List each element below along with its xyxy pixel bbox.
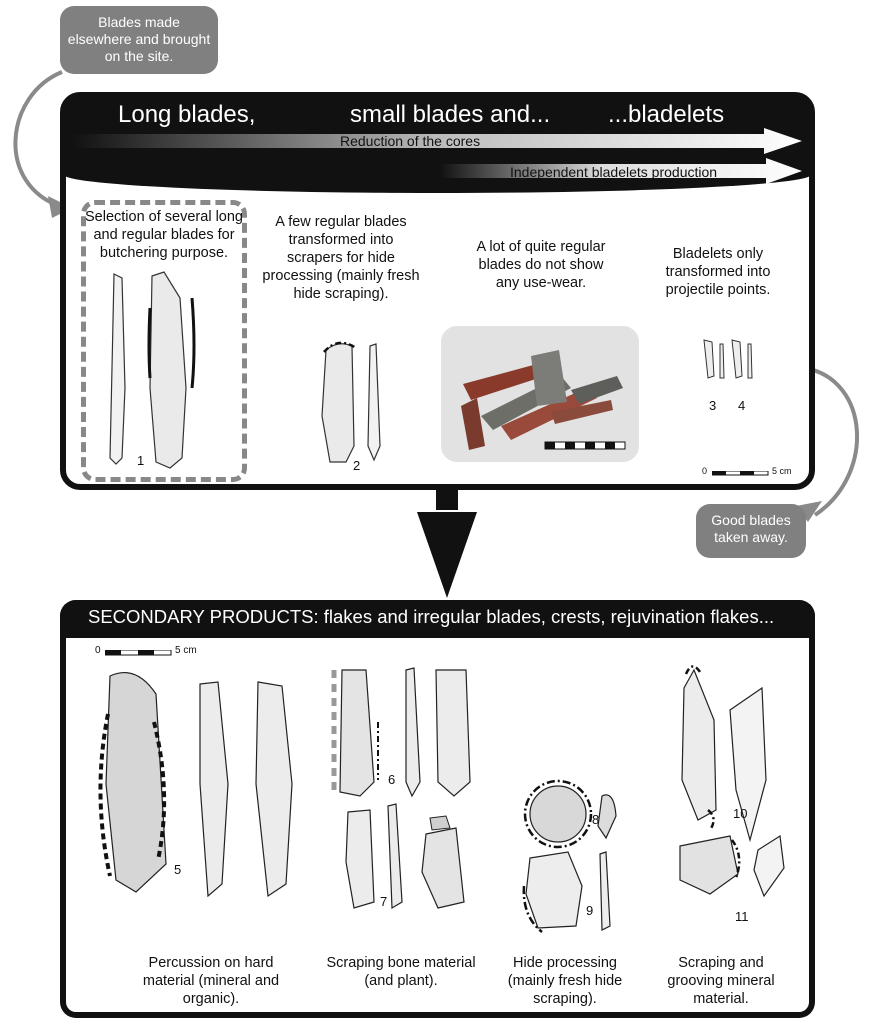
figure-number-1: 1 [137, 453, 144, 468]
caption-projectile-points: Bladelets only transformed into projecti… [654, 245, 782, 299]
bottom-panel-title: SECONDARY PRODUCTS: flakes and irregular… [88, 606, 774, 628]
blade-drawing-1 [100, 268, 200, 476]
caption-hide-processing: Hide processing (mainly fresh hide scrap… [500, 954, 630, 1008]
scraper-drawing-2 [318, 336, 388, 470]
hide-processing-drawing-8-9 [518, 776, 638, 934]
figure-number-5: 5 [174, 862, 181, 877]
figure-number-7: 7 [380, 894, 387, 909]
heading-bladelets: ...bladelets [608, 101, 724, 129]
figure-number-4: 4 [738, 398, 745, 413]
bottom-scale-bar: 0 5 cm [95, 646, 205, 660]
figure-number-2: 2 [353, 458, 360, 473]
bottom-scale-end: 5 cm [175, 645, 197, 656]
reduction-arrow-label: Reduction of the cores [340, 133, 480, 149]
bubble-blades-made-elsewhere: Blades made elsewhere and brought on the… [60, 6, 218, 74]
caption-scrapers: A few regular blades transformed into sc… [262, 213, 420, 303]
caption-butchering: Selection of several long and regular bl… [76, 208, 252, 262]
figure-number-9: 9 [586, 903, 593, 918]
caption-percussion: Percussion on hard material (mineral and… [136, 954, 286, 1008]
mineral-tools-drawing-10-11 [670, 660, 796, 920]
bottom-scale-start: 0 [95, 645, 101, 656]
bladelets-arrow-label: Independent bladelets production [510, 164, 717, 180]
caption-scraping-bone: Scraping bone material (and plant). [326, 954, 476, 990]
figure-number-10: 10 [733, 806, 747, 821]
top-scale-end: 5 cm [772, 466, 792, 476]
bladelet-drawings-3-4 [700, 336, 760, 384]
heading-long-blades: Long blades, [118, 101, 255, 129]
figure-number-6: 6 [388, 772, 395, 787]
figure-number-8: 8 [592, 812, 599, 827]
top-scale-bar: 0 5 cm [702, 468, 794, 480]
percussion-tools-drawing-5 [96, 664, 306, 914]
figure-number-11: 11 [735, 909, 749, 924]
caption-no-use-wear: A lot of quite regular blades do not sho… [466, 238, 616, 292]
blades-photo [441, 326, 639, 462]
heading-small-blades: small blades and... [350, 101, 550, 129]
scraping-tools-drawing-6-7 [326, 662, 484, 920]
bubble-good-blades-taken: Good blades taken away. [696, 504, 806, 558]
caption-scraping-grooving: Scraping and grooving mineral material. [656, 954, 786, 1008]
figure-number-3: 3 [709, 398, 716, 413]
top-scale-start: 0 [702, 466, 707, 476]
